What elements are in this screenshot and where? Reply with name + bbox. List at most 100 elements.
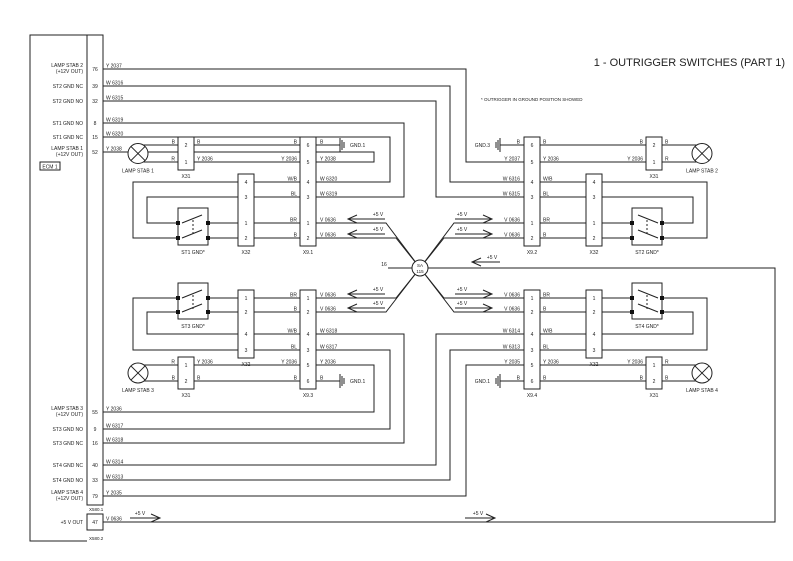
switch-terminal-icon bbox=[206, 310, 210, 314]
ecm-pin-number: 16 bbox=[92, 441, 98, 447]
wire-label: W/B bbox=[543, 329, 553, 335]
switch-terminal-icon bbox=[630, 296, 634, 300]
connector-x32 bbox=[237, 173, 255, 247]
ecm-pin-number: 8 bbox=[94, 121, 97, 127]
ecm-pin-label: +5 V OUT bbox=[61, 520, 83, 526]
wire-label: W/B bbox=[288, 177, 298, 183]
wire-label: Y 2036 bbox=[106, 407, 122, 413]
wire-label: B bbox=[517, 140, 521, 146]
switch-label: ST1 GND* bbox=[181, 250, 205, 256]
switch-contact bbox=[637, 229, 659, 239]
wire-label: B bbox=[665, 376, 669, 382]
wire-label: W 6314 bbox=[503, 329, 520, 335]
pin-number: 2 bbox=[245, 236, 248, 242]
wire-label: B bbox=[172, 376, 176, 382]
ecm-label-box bbox=[39, 161, 61, 171]
pin-number: 1 bbox=[185, 160, 188, 166]
pin-number: 3 bbox=[531, 195, 534, 201]
switch-box bbox=[631, 282, 663, 320]
wire-label: W 6313 bbox=[106, 475, 123, 481]
wire-v0636 bbox=[316, 237, 421, 269]
connector-label: X32 bbox=[242, 362, 251, 368]
wire-label: BL bbox=[291, 345, 297, 351]
switch-contact bbox=[181, 214, 203, 224]
wire-label: Y 2035 bbox=[504, 360, 520, 366]
wire-label: BL bbox=[543, 192, 549, 198]
ecm-pin-sublabel: (+12V OUT) bbox=[56, 496, 83, 502]
pin-number: 1 bbox=[307, 221, 310, 227]
pin-number: 5 bbox=[531, 160, 534, 166]
wire-label: B bbox=[197, 140, 201, 146]
switch-loop bbox=[132, 181, 238, 239]
wire-label: BR bbox=[543, 218, 550, 224]
switch-terminal-icon bbox=[660, 221, 664, 225]
pin-number: 4 bbox=[531, 332, 534, 338]
pin-number: 1 bbox=[307, 296, 310, 302]
switch-terminal-icon bbox=[206, 296, 210, 300]
wire-label: V 0636 bbox=[504, 233, 520, 239]
wire-label: W 6316 bbox=[106, 81, 123, 87]
switch-box bbox=[631, 207, 663, 246]
wire-label: Y 2036 bbox=[627, 157, 643, 163]
wire-switch-signal bbox=[103, 333, 524, 466]
ecm-pin-label: ST4 GND NC bbox=[53, 463, 84, 469]
lamp-label: LAMP STAB 4 bbox=[686, 388, 718, 394]
ecm-outline bbox=[29, 34, 87, 542]
connector-x9 bbox=[299, 289, 317, 390]
connector-label: X9.4 bbox=[527, 393, 538, 399]
wire-label: W 6318 bbox=[106, 438, 123, 444]
wire-label: W 6317 bbox=[320, 345, 337, 351]
wire-label: Y 2036 bbox=[281, 360, 297, 366]
switch-contact bbox=[181, 289, 203, 299]
pin-number: 4 bbox=[307, 332, 310, 338]
pin-number: 3 bbox=[307, 348, 310, 354]
wire-label: BR bbox=[543, 293, 550, 299]
switch-terminal-icon bbox=[630, 236, 634, 240]
connector-x9 bbox=[523, 136, 541, 247]
connector-x9 bbox=[299, 136, 317, 247]
ecm-pin-label: ST1 GND NC bbox=[53, 135, 84, 141]
ecm-pin-number: 32 bbox=[92, 99, 98, 105]
wire-label: W 6314 bbox=[106, 460, 123, 466]
supply-label: +5 V bbox=[373, 301, 384, 307]
pin-number: 4 bbox=[245, 332, 248, 338]
wire-label: R bbox=[665, 157, 669, 163]
ecm-pin-label: ST2 GND NC bbox=[53, 84, 84, 90]
pin-number: 2 bbox=[245, 310, 248, 316]
wire-label: V 0636 bbox=[504, 293, 520, 299]
wire-label: Y 2037 bbox=[504, 157, 520, 163]
supply-label: +5 V bbox=[457, 301, 468, 307]
wire-label: Y 2036 bbox=[197, 360, 213, 366]
supply-label: +5 V bbox=[457, 287, 468, 293]
switch-terminal-icon bbox=[660, 296, 664, 300]
ecm-pin-number: 47 bbox=[92, 520, 98, 526]
wire-label: W 6318 bbox=[320, 329, 337, 335]
wire-label: Y 2036 bbox=[627, 360, 643, 366]
connector-x32 bbox=[585, 173, 603, 247]
supply-arrow-head bbox=[346, 303, 358, 313]
lamp-icon-cross bbox=[694, 146, 710, 161]
wire-label: Y 2037 bbox=[106, 64, 122, 70]
switch-contact bbox=[637, 303, 659, 313]
connector-label: X32 bbox=[590, 250, 599, 256]
wire-label: W 6319 bbox=[320, 192, 337, 198]
ecm-pin-number: 76 bbox=[92, 67, 98, 73]
wire-label: BR bbox=[290, 218, 297, 224]
ecm-label: ECM 1 bbox=[42, 165, 58, 171]
connector-x31 bbox=[645, 356, 663, 390]
supply-arrow-head bbox=[482, 214, 494, 224]
switch-loop bbox=[146, 196, 238, 224]
wire-switch-signal bbox=[103, 349, 524, 481]
ecm-pin-label: ST3 GND NC bbox=[53, 441, 84, 447]
wire-label: B bbox=[665, 140, 669, 146]
wire-label: Y 2036 bbox=[543, 360, 559, 366]
wire-label: B bbox=[517, 376, 521, 382]
switch-terminal-icon bbox=[176, 221, 180, 225]
wire-lamp-feed bbox=[103, 364, 375, 413]
connector-label: X31 bbox=[650, 393, 659, 399]
wire-lamp-feed bbox=[103, 364, 524, 497]
ground-label: GND.1 bbox=[475, 379, 491, 385]
wire-label: Y 2036 bbox=[543, 157, 559, 163]
